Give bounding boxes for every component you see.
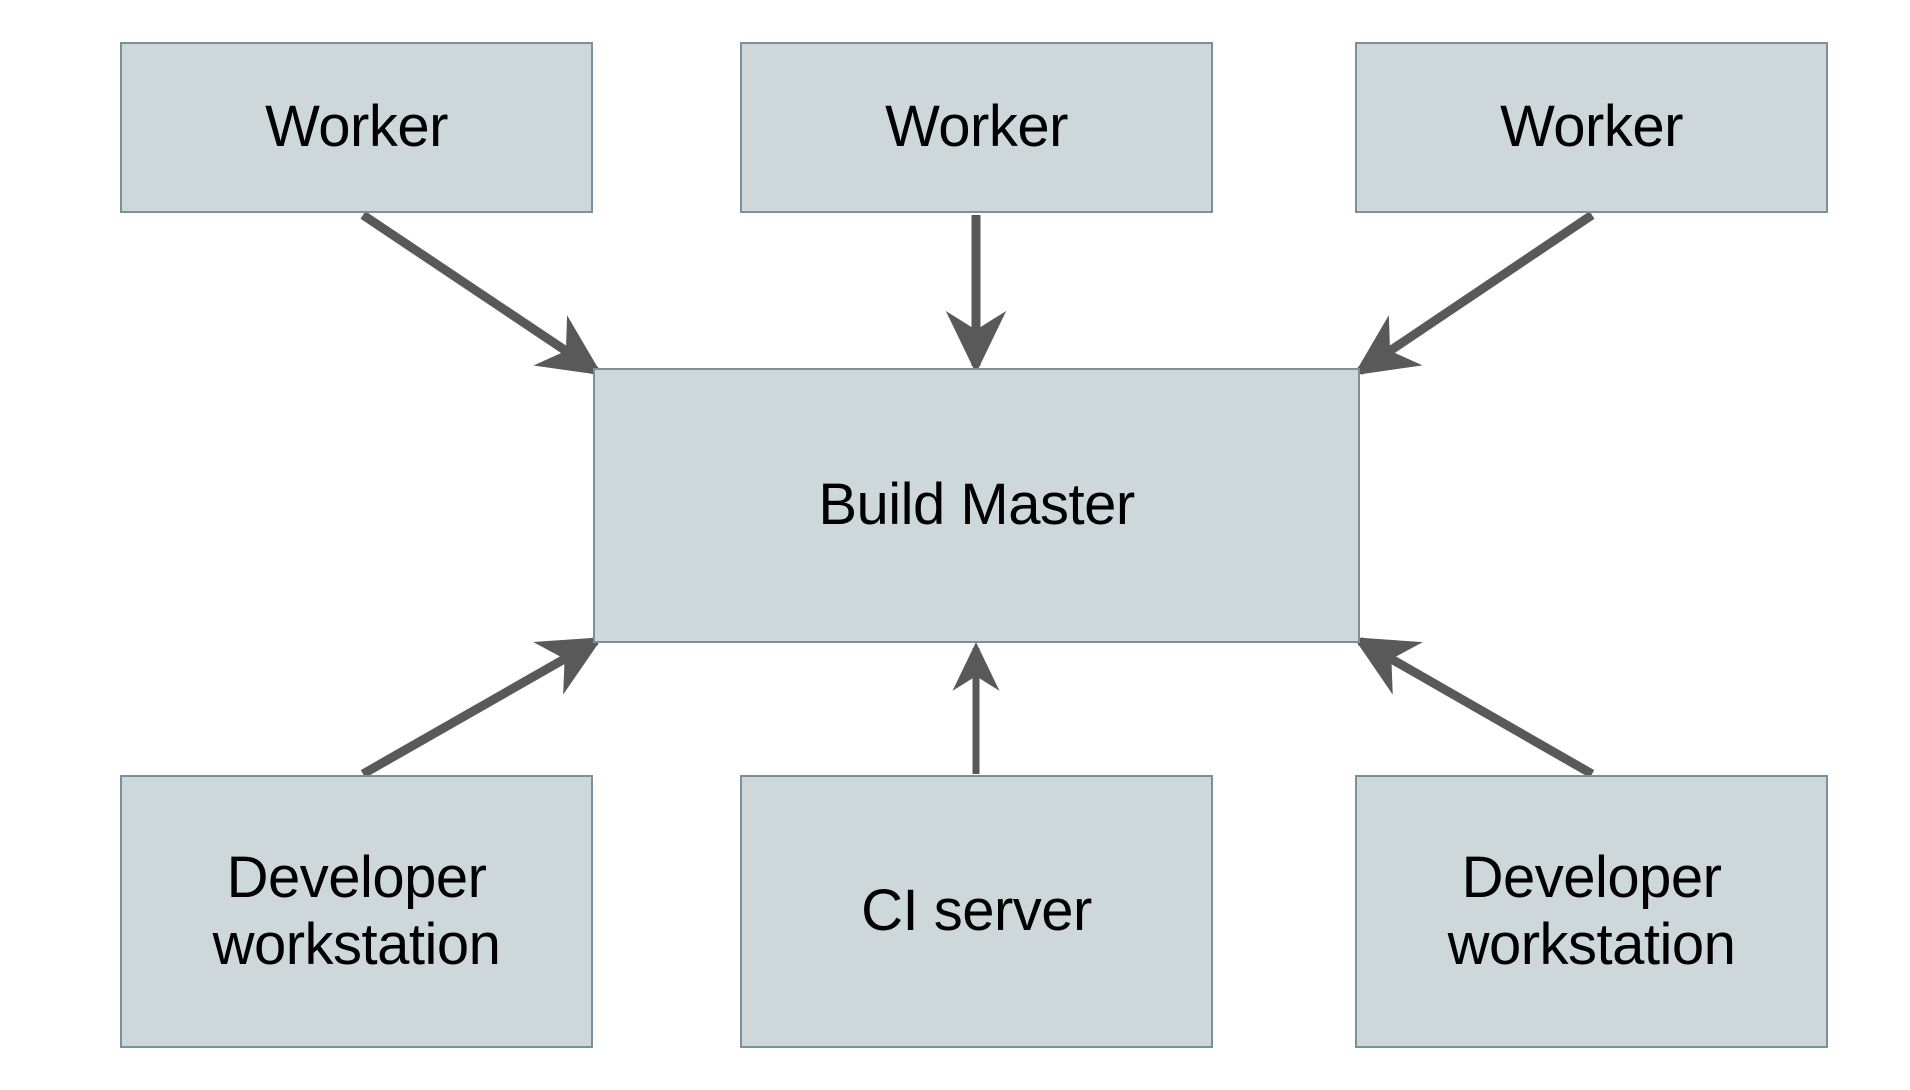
node-dev-station-2-label: Developer workstation [1447,844,1736,977]
edge-dev2-to-master [1353,637,1595,778]
edge-worker1-to-master [360,211,603,376]
node-worker-2-label: Worker [885,94,1068,160]
node-dev-station-1[interactable]: Developer workstation [120,775,593,1048]
node-dev-station-1-label: Developer workstation [212,844,501,977]
node-build-master-label: Build Master [818,472,1135,538]
node-worker-3[interactable]: Worker [1355,42,1828,213]
node-dev-station-2[interactable]: Developer workstation [1355,775,1828,1048]
edge-dev1-to-master [360,637,603,778]
node-worker-2[interactable]: Worker [740,42,1213,213]
node-ci-server-label: CI server [861,878,1092,944]
node-build-master[interactable]: Build Master [593,368,1360,643]
node-worker-3-label: Worker [1500,94,1683,160]
node-worker-1-label: Worker [265,94,448,160]
node-worker-1[interactable]: Worker [120,42,593,213]
edge-worker3-to-master [1353,211,1595,376]
node-ci-server[interactable]: CI server [740,775,1213,1048]
